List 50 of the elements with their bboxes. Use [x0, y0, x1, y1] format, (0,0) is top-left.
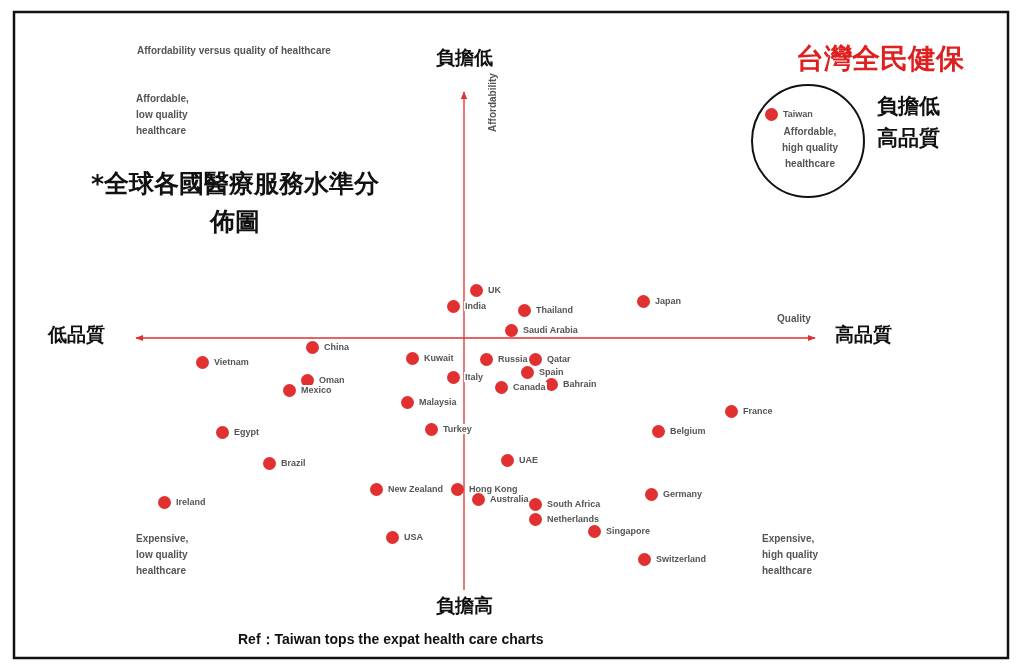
country-label: Hong Kong: [468, 484, 519, 494]
country-label: Bahrain: [562, 379, 598, 389]
quadrant-label: Expensive, high quality healthcare: [762, 532, 820, 578]
country-label: Netherlands: [546, 514, 600, 524]
country-label: Oman: [318, 375, 346, 385]
beside-label: 負擔低高品質: [877, 93, 941, 152]
country-label: Switzerland: [655, 554, 707, 564]
country-label: China: [323, 342, 350, 352]
country-label: France: [742, 406, 774, 416]
country-label: Saudi Arabia: [522, 325, 579, 335]
highlight-circle: [751, 84, 865, 198]
country-label: Egypt: [233, 427, 260, 437]
country-label: Qatar: [546, 354, 572, 364]
country-label: Belgium: [669, 426, 707, 436]
country-label: Canada: [512, 382, 547, 392]
country-label: Vietnam: [213, 357, 250, 367]
axis-end-label: 高品質: [835, 322, 892, 347]
country-label: New Zealand: [387, 484, 444, 494]
country-label: South Africa: [546, 499, 602, 509]
country-label: Japan: [654, 296, 682, 306]
country-label: Thailand: [535, 305, 574, 315]
country-label: UK: [487, 285, 502, 295]
axis-end-label: 負擔高: [436, 593, 493, 618]
country-label: Brazil: [280, 458, 307, 468]
country-label: UAE: [518, 455, 539, 465]
country-label: Mexico: [300, 385, 333, 395]
quadrant-label: Affordable, high quality healthcare: [780, 125, 840, 171]
country-label: Australia: [489, 494, 530, 504]
country-label: USA: [403, 532, 424, 542]
country-label: Taiwan: [782, 109, 814, 119]
caption: Ref：Taiwan tops the expat health care charts: [238, 631, 544, 649]
country-label: India: [464, 301, 487, 311]
country-label: Italy: [464, 372, 484, 382]
country-label: Malaysia: [418, 397, 458, 407]
country-label: Turkey: [442, 424, 473, 434]
axis-label: Quality: [777, 312, 811, 326]
axis-end-label: 低品質: [48, 322, 105, 347]
axis-label: Affordability: [486, 73, 499, 132]
heading: *全球各國醫療服務水準分佈圖: [89, 168, 381, 238]
country-label: Spain: [538, 367, 565, 377]
country-label: Germany: [662, 489, 704, 499]
country-label: Ireland: [175, 497, 207, 507]
axis-end-label: 負擔低: [436, 45, 493, 70]
country-label: Singapore: [605, 526, 651, 536]
quadrant-label: Expensive, low quality healthcare: [136, 532, 190, 578]
title: 台灣全民健保: [796, 41, 964, 77]
chart-heading: Affordability versus quality of healthcare: [137, 44, 331, 58]
country-label: Russia: [497, 354, 529, 364]
country-label: Kuwait: [423, 353, 455, 363]
quadrant-label: Affordable, low quality healthcare: [136, 92, 190, 138]
